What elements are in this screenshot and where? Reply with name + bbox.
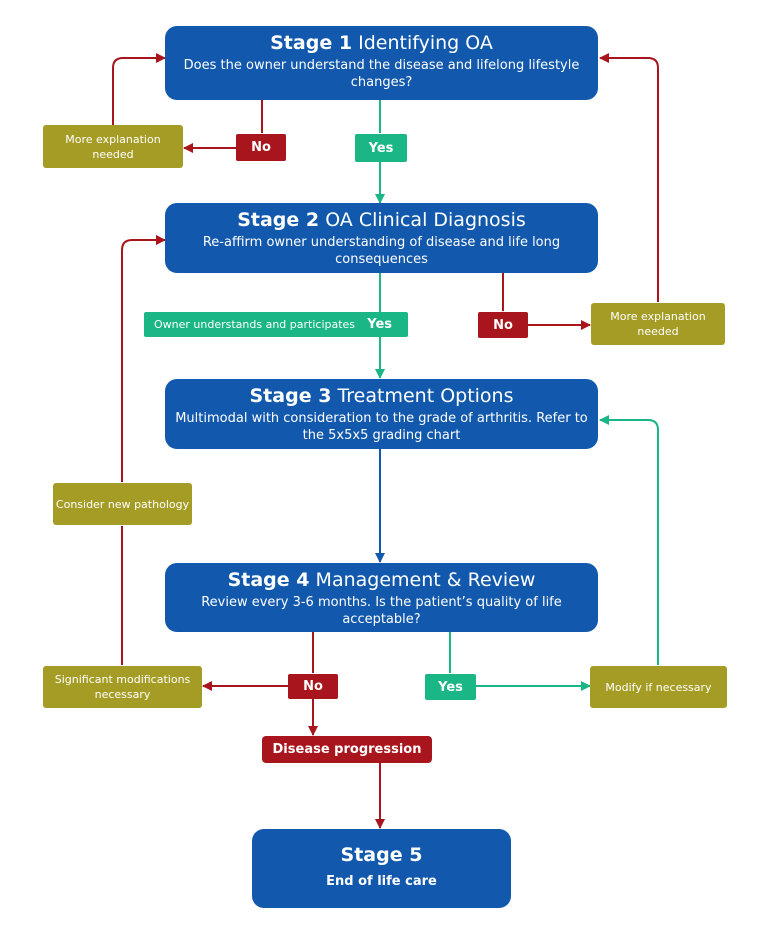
owner-participates-yes-label: Owner understands and participates Yes	[144, 312, 408, 337]
stage-1-description: Does the owner understand the disease an…	[183, 58, 580, 90]
stage-1-title: Stage 1 Identifying OA	[270, 32, 493, 54]
stage-4-description: Review every 3-6 months. Is the patient’…	[201, 595, 562, 627]
stage-2-yes-label: Yes	[367, 317, 392, 332]
disease-progression-label: Disease progression	[262, 736, 432, 763]
modify-if-necessary-note: Modify if necessary	[590, 666, 727, 708]
stage-1-box: Stage 1 Identifying OA Does the owner un…	[165, 26, 598, 100]
stage-3-title: Stage 3 Treatment Options	[249, 385, 514, 407]
stage-4-no-label: No	[288, 674, 338, 699]
more-explanation-note-1: More explanation needed	[43, 125, 183, 168]
stage-2-no-label: No	[478, 312, 528, 338]
significant-modifications-note: Significant modifications necessary	[43, 666, 202, 708]
stage-4-yes-label: Yes	[425, 674, 476, 700]
stage-5-description: End of life care	[326, 874, 437, 889]
stage-2-description: Re-affirm owner understanding of disease…	[202, 235, 561, 267]
stage-2-title: Stage 2 OA Clinical Diagnosis	[237, 209, 526, 231]
stage-5-title: Stage 5	[340, 844, 423, 866]
stage-3-box: Stage 3 Treatment Options Multimodal wit…	[165, 379, 598, 449]
stage-5-box: Stage 5 End of life care	[252, 829, 511, 908]
owner-participates-text: Owner understands and participates	[154, 318, 356, 331]
stage-1-no-label: No	[236, 134, 286, 161]
stage-4-title: Stage 4 Management & Review	[227, 569, 536, 591]
stage-4-box: Stage 4 Management & Review Review every…	[165, 563, 598, 632]
more-explanation-note-2: More explanation needed	[591, 303, 725, 345]
stage-1-yes-label: Yes	[355, 134, 407, 162]
consider-new-pathology-note: Consider new pathology	[53, 483, 192, 525]
stage-3-description: Multimodal with consideration to the gra…	[175, 411, 588, 443]
stage-2-box: Stage 2 OA Clinical Diagnosis Re-affirm …	[165, 203, 598, 273]
